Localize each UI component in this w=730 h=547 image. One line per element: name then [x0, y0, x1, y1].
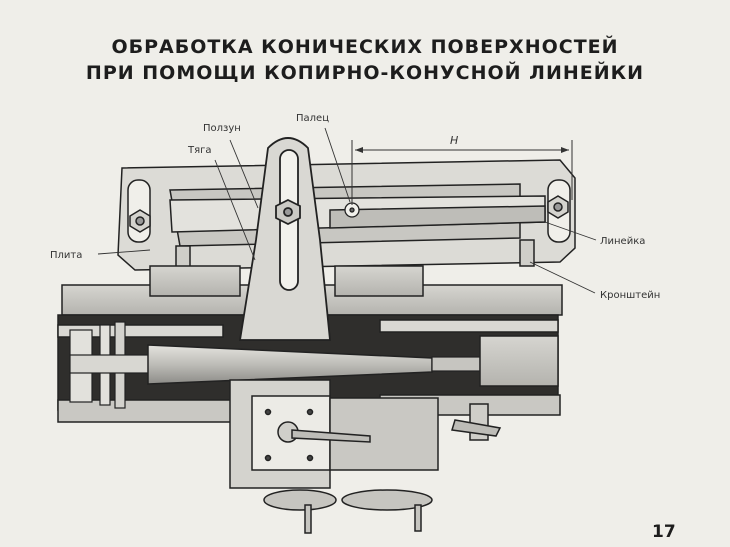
spindle-left [69, 321, 161, 409]
label-dimension-h: H [450, 134, 459, 147]
carriage-apron [229, 379, 439, 489]
end-bolts [127, 179, 571, 243]
tailstock [451, 335, 559, 441]
label-lineyka: Линейка [600, 236, 646, 247]
title-line-1: ОБРАБОТКА КОНИЧЕСКИХ ПОВЕРХНОСТЕЙ [111, 36, 619, 58]
label-plita: Плита [50, 250, 83, 261]
leader-lines [97, 127, 597, 294]
slider [238, 137, 331, 341]
dimension-h [351, 140, 573, 205]
handwheels [263, 489, 433, 534]
label-kronshteyn: Кронштейн [600, 290, 661, 301]
brackets [149, 239, 535, 297]
workpiece-taper [147, 344, 481, 385]
label-polzun: Ползун [203, 123, 241, 134]
page-number: 17 [652, 522, 676, 542]
finger-pin [344, 202, 360, 218]
label-tyaga: Тяга [188, 145, 212, 156]
title-line-2: ПРИ ПОМОЩИ КОПИРНО-КОНУСНОЙ ЛИНЕЙКИ [85, 62, 645, 84]
label-palets: Палец [296, 113, 329, 124]
